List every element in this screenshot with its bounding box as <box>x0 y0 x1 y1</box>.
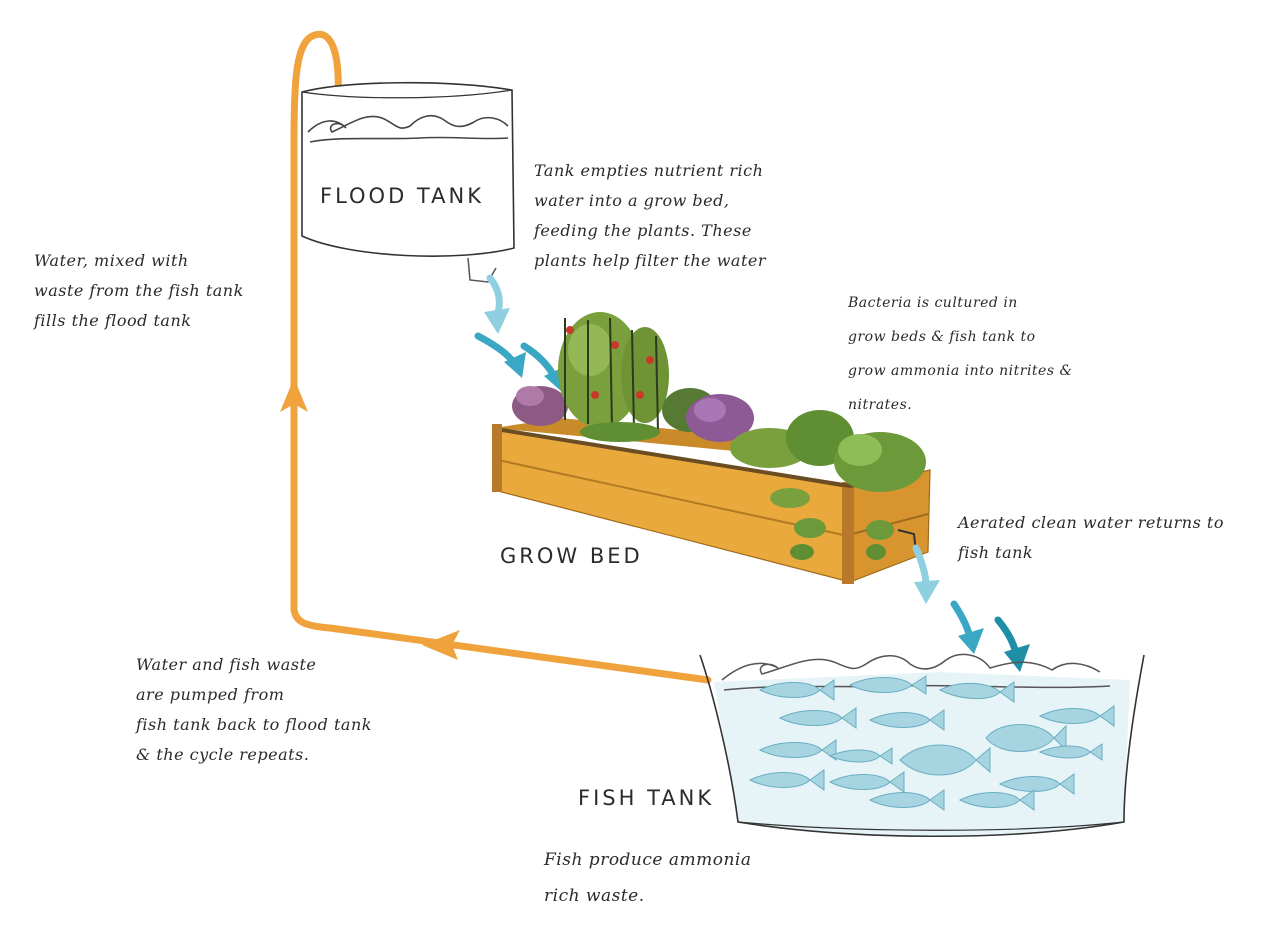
flow-arrow-icon <box>994 616 1030 672</box>
grow-bed-label: GROW BED <box>500 544 643 568</box>
note-line: Fish produce ammonia <box>544 850 752 870</box>
note-line: grow ammonia into nitrites & <box>848 363 1073 379</box>
pipe-arrow-icon <box>422 630 460 660</box>
fish-note: Fish produce ammonia rich waste. <box>544 842 752 914</box>
note-line: Bacteria is cultured in <box>848 295 1018 311</box>
flow-arrow-icon <box>484 274 510 334</box>
note-line: fish tank back to flood tank <box>136 715 372 734</box>
pumped-note: Water and fish waste are pumped from fis… <box>136 650 372 770</box>
note-line: rich waste. <box>544 886 645 906</box>
fish-tank <box>699 653 1145 838</box>
aerated-note: Aerated clean water returns to fish tank <box>958 508 1224 568</box>
pipe-arrow-icon <box>280 378 308 412</box>
fish-tank-label: FISH TANK <box>578 786 715 810</box>
note-line: nitrates. <box>848 397 913 413</box>
flood-tank-note: Tank empties nutrient rich water into a … <box>534 156 766 276</box>
note-line: grow beds & fish tank to <box>848 329 1036 345</box>
note-line: are pumped from <box>136 685 285 704</box>
flow-arrow-icon <box>474 332 526 378</box>
note-line: Water, mixed with <box>34 251 189 270</box>
note-line: Water and fish waste <box>136 655 317 674</box>
note-line: waste from the fish tank <box>34 281 244 300</box>
bacteria-note: Bacteria is cultured in grow beds & fish… <box>848 286 1072 422</box>
flow-arrow-icon <box>950 600 984 654</box>
note-line: plants help filter the water <box>534 251 767 270</box>
fish-icon <box>748 675 1115 811</box>
note-line: feeding the plants. These <box>534 221 752 240</box>
water-mixed-note: Water, mixed with waste from the fish ta… <box>34 246 244 336</box>
note-line: Tank empties nutrient rich <box>534 161 764 180</box>
wave-icon <box>307 114 509 143</box>
note-line: Aerated clean water returns to <box>958 513 1224 532</box>
plant-icon <box>512 312 926 560</box>
flow-arrow-icon <box>912 544 940 604</box>
note-line: water into a grow bed, <box>534 191 730 210</box>
flood-tank-label: FLOOD TANK <box>320 184 484 208</box>
note-line: fills the flood tank <box>34 311 192 330</box>
flood-tank <box>301 81 515 283</box>
note-line: fish tank <box>958 543 1034 562</box>
note-line: & the cycle repeats. <box>136 745 310 764</box>
pump-pipe <box>290 30 712 684</box>
